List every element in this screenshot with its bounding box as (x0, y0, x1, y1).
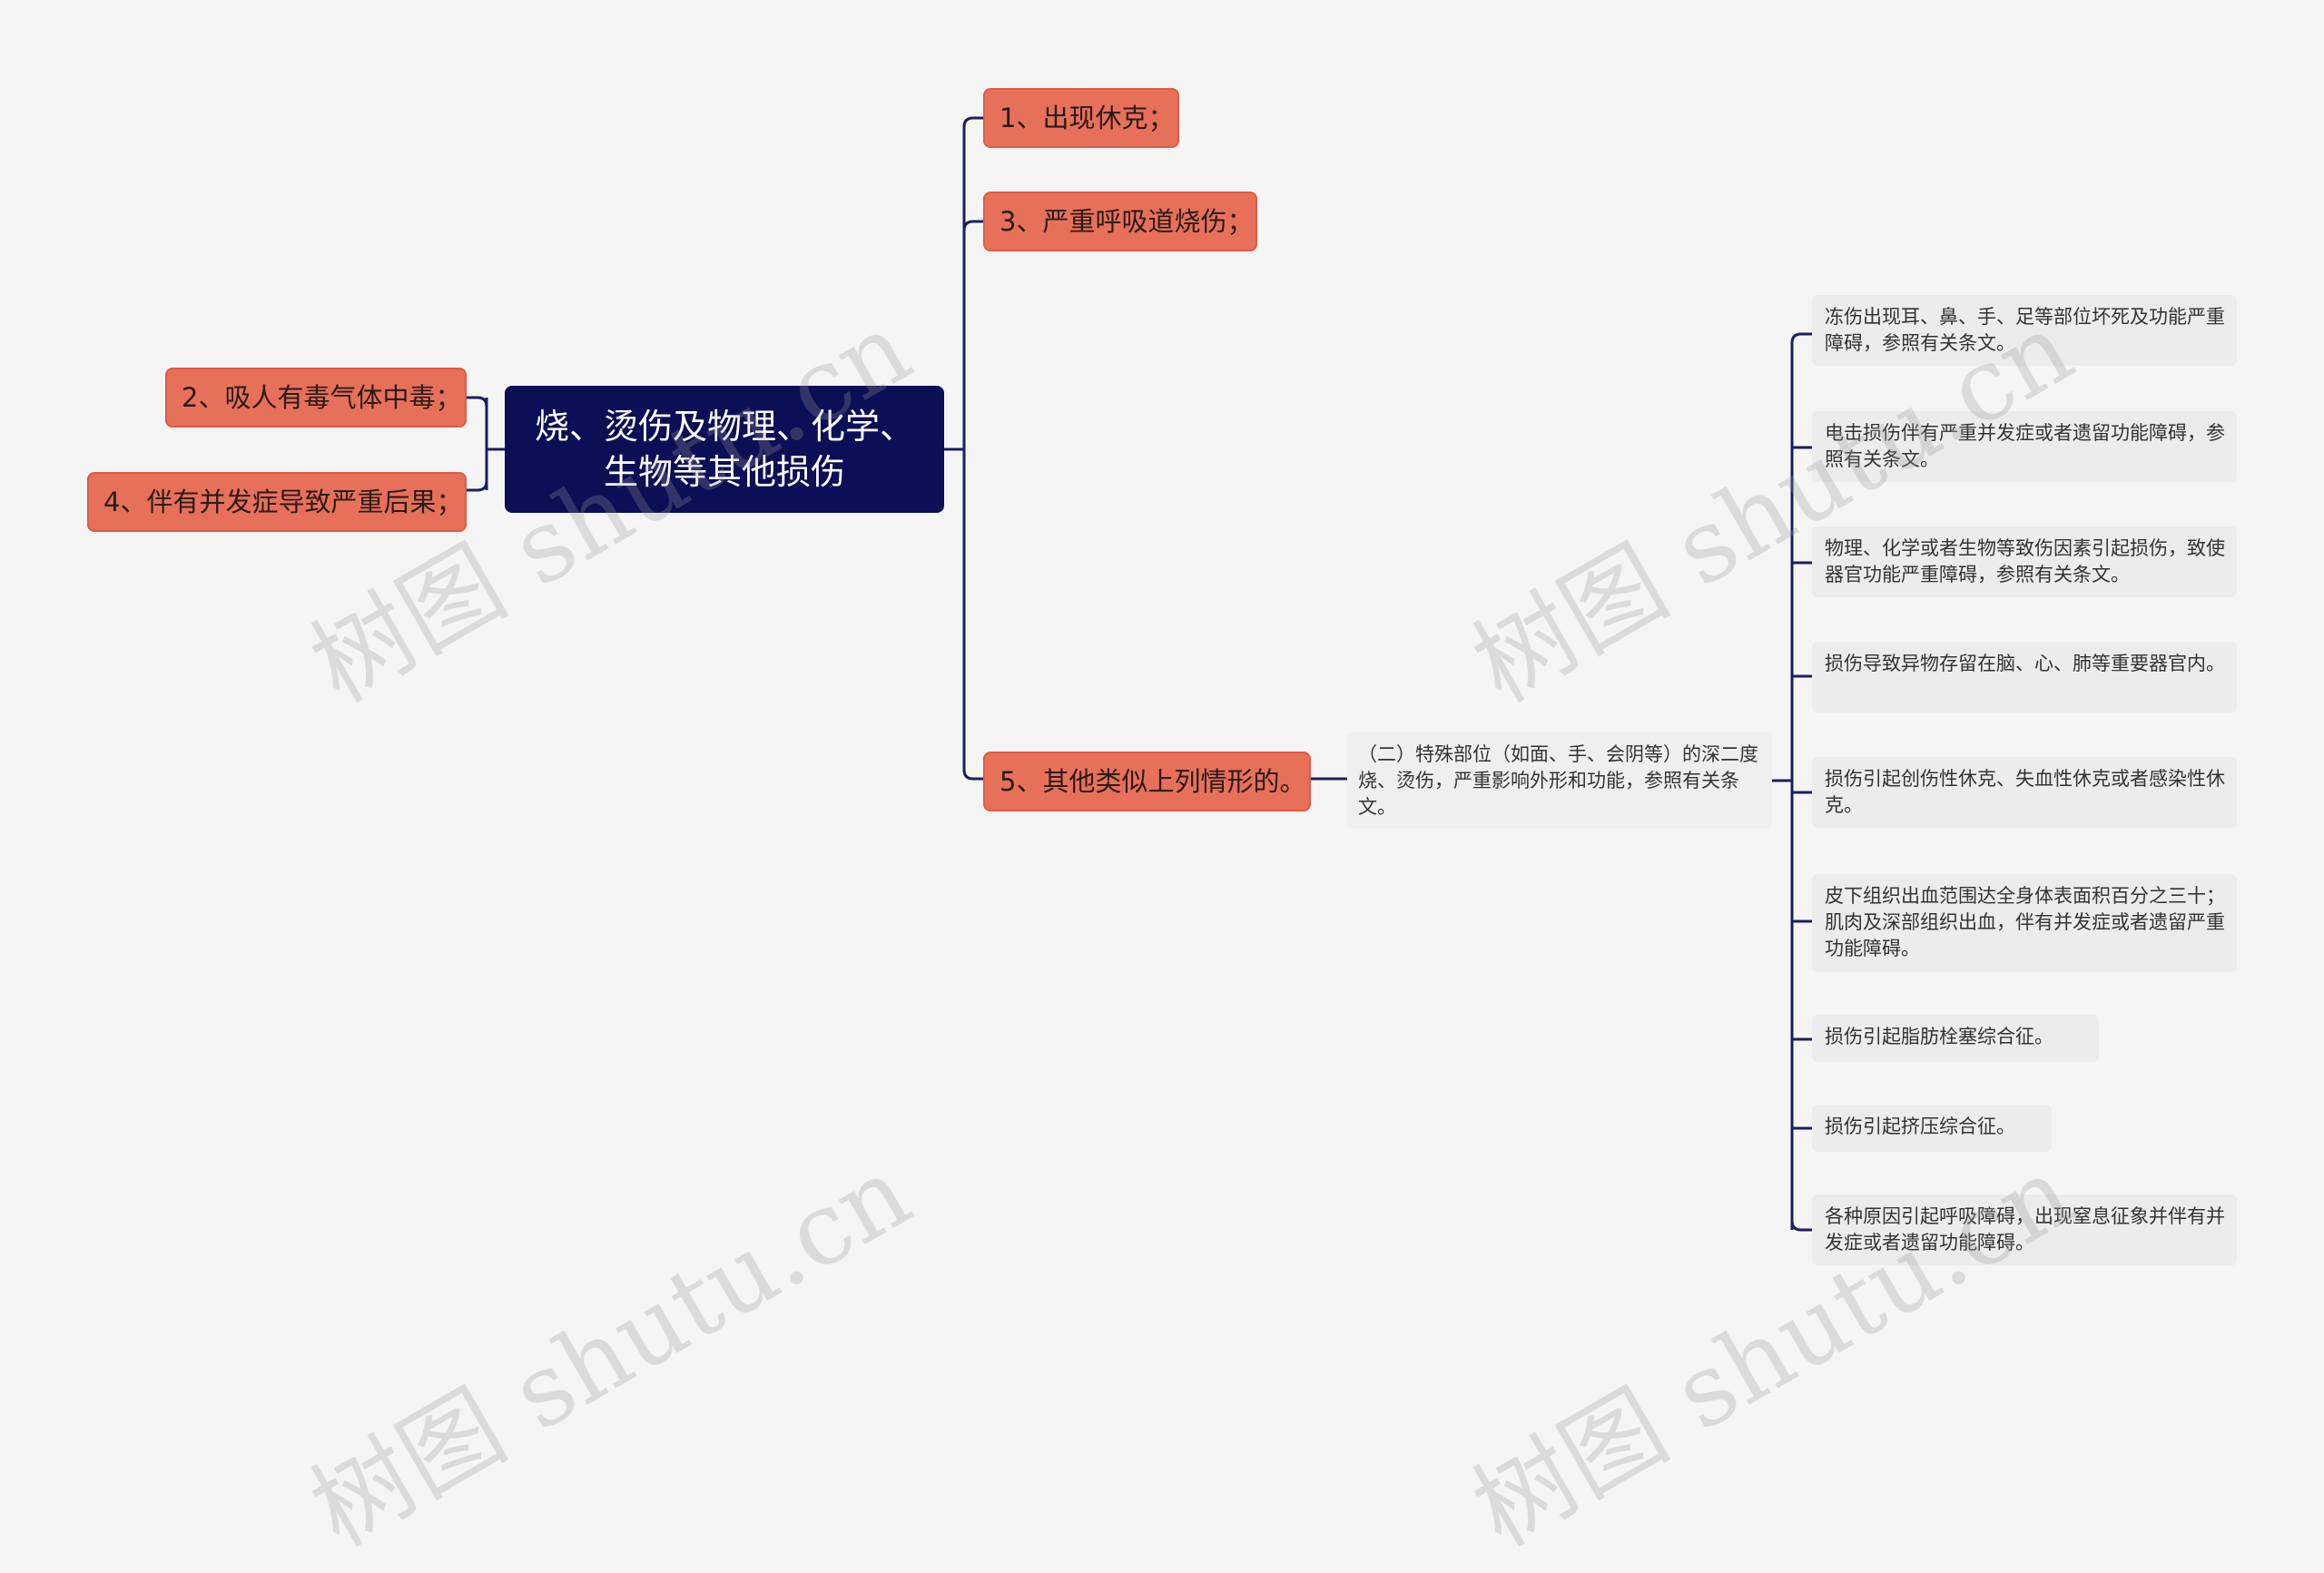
link-right-1 (962, 116, 983, 128)
leaf-item[interactable]: 损伤导致异物存留在脑、心、肺等重要器官内。 (1812, 642, 2237, 713)
link-right-3 (962, 220, 983, 231)
leaf-item[interactable]: 皮下组织出血范围达全身体表面积百分之三十；肌肉及深部组织出血，伴有并发症或者遗留… (1812, 874, 2237, 972)
leaf-label: 损伤引起挤压综合征。 (1825, 1116, 2015, 1137)
leaf-item[interactable]: 损伤引起创伤性休克、失血性休克或者感染性休克。 (1812, 757, 2237, 828)
link-left-2 (467, 396, 488, 408)
leaf-item[interactable]: 冻伤出现耳、鼻、手、足等部位坏死及功能严重障碍，参照有关条文。 (1812, 295, 2237, 366)
sub-topic-special-burns[interactable]: （二）特殊部位（如面、手、会阴等）的深二度烧、烫伤，严重影响外形和功能，参照有关… (1347, 732, 1772, 829)
branch-label: 1、出现休克； (1000, 103, 1175, 133)
leaf-label: 皮下组织出血范围达全身体表面积百分之三十；肌肉及深部组织出血，伴有并发症或者遗留… (1825, 885, 2225, 959)
leaf-item[interactable]: 物理、化学或者生物等致伤因素引起损伤，致使器官功能严重障碍，参照有关条文。 (1812, 526, 2237, 597)
link-right-5 (962, 769, 983, 781)
leaf-label: 损伤引起脂肪栓塞综合征。 (1825, 1026, 2053, 1047)
leaf-item[interactable]: 损伤引起脂肪栓塞综合征。 (1812, 1015, 2099, 1062)
leaf-label: 损伤引起创伤性休克、失血性休克或者感染性休克。 (1825, 768, 2225, 816)
branch-label: 5、其他类似上列情形的。 (1000, 766, 1306, 797)
branch-label: 3、严重呼吸道烧伤； (1000, 206, 1254, 237)
branch-left-4[interactable]: 4、伴有并发症导致严重后果； (87, 472, 467, 532)
leaf-label: 电击损伤伴有严重并发症或者遗留功能障碍，参照有关条文。 (1825, 422, 2225, 470)
branch-right-5[interactable]: 5、其他类似上列情形的。 (983, 752, 1311, 811)
branch-label: 4、伴有并发症导致严重后果； (103, 487, 463, 517)
link-leaf-9 (1790, 1220, 1812, 1232)
branch-right-1[interactable]: 1、出现休克； (983, 88, 1179, 148)
link-leaf-1 (1790, 332, 1812, 344)
link-left-4 (467, 480, 488, 492)
leaf-item[interactable]: 各种原因引起呼吸障碍，出现窒息征象并伴有并发症或者遗留功能障碍。 (1812, 1194, 2237, 1265)
leaf-label: 各种原因引起呼吸障碍，出现窒息征象并伴有并发症或者遗留功能障碍。 (1825, 1205, 2225, 1253)
leaf-label: 冻伤出现耳、鼻、手、足等部位坏死及功能严重障碍，参照有关条文。 (1825, 306, 2225, 354)
root-topic-label: 烧、烫伤及物理、化学、生物等其他损伤 (534, 407, 914, 492)
branch-label: 2、吸人有毒气体中毒； (182, 382, 462, 413)
root-topic[interactable]: 烧、烫伤及物理、化学、生物等其他损伤 (505, 386, 944, 513)
sub-topic-label: （二）特殊部位（如面、手、会阴等）的深二度烧、烫伤，严重影响外形和功能，参照有关… (1358, 743, 1758, 818)
leaf-item[interactable]: 电击损伤伴有严重并发症或者遗留功能障碍，参照有关条文。 (1812, 411, 2237, 482)
leaf-item[interactable]: 损伤引起挤压综合征。 (1812, 1105, 2052, 1152)
leaf-label: 物理、化学或者生物等致伤因素引起损伤，致使器官功能严重障碍，参照有关条文。 (1825, 537, 2225, 585)
branch-right-3[interactable]: 3、严重呼吸道烧伤； (983, 192, 1257, 251)
mind-map-canvas: 烧、烫伤及物理、化学、生物等其他损伤 2、吸人有毒气体中毒； 4、伴有并发症导致… (87, 88, 2237, 1568)
branch-left-2[interactable]: 2、吸人有毒气体中毒； (165, 368, 467, 428)
connector-lines (467, 116, 1812, 1232)
leaf-label: 损伤导致异物存留在脑、心、肺等重要器官内。 (1825, 653, 2225, 674)
